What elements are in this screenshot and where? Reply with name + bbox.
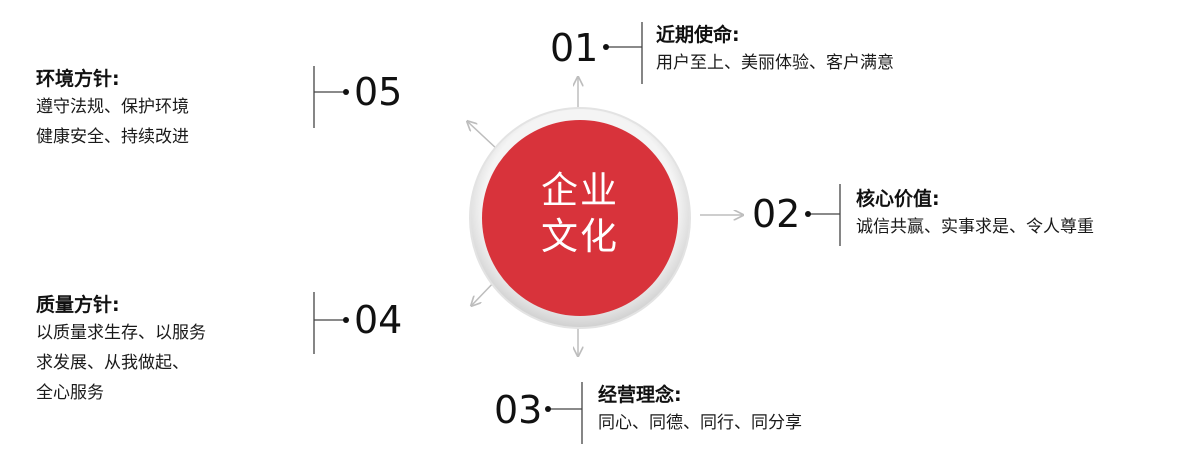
item-dot-01 (603, 44, 609, 50)
item-number-03: 03 (494, 388, 543, 432)
hub-label-line1: 企业 (541, 169, 619, 212)
item-number-02: 02 (752, 192, 801, 236)
item-title-04: 质量方针: (36, 294, 120, 316)
item-line-01-1: 用户至上、美丽体验、客户满意 (656, 53, 894, 73)
hub-label-line2: 文化 (541, 215, 619, 258)
item-title-02: 核心价值: (856, 188, 940, 210)
item-line-05-2: 健康安全、持续改进 (36, 127, 189, 147)
item-dot-03 (545, 406, 551, 412)
bracket-05 (313, 66, 346, 128)
bracket-01 (608, 22, 643, 84)
item-block-01: 近期使命: 用户至上、美丽体验、客户满意 (656, 22, 894, 78)
item-block-04: 质量方针: 以质量求生存、以服务 求发展、从我做起、 全心服务 (36, 292, 206, 408)
arrow-05 (468, 122, 499, 151)
item-title-05: 环境方针: (36, 68, 120, 90)
bracket-02 (808, 184, 841, 246)
item-dot-02 (805, 211, 811, 217)
item-line-04-2: 求发展、从我做起、 (36, 353, 189, 373)
item-line-04-1: 以质量求生存、以服务 (36, 323, 206, 343)
item-line-05-1: 遵守法规、保护环境 (36, 97, 189, 117)
item-line-02-1: 诚信共赢、实事求是、令人尊重 (856, 217, 1094, 237)
item-dot-05 (343, 89, 349, 95)
bracket-03 (548, 382, 583, 444)
item-title-03: 经营理念: (598, 384, 682, 406)
bracket-04 (313, 292, 346, 354)
item-number-04: 04 (354, 298, 403, 342)
item-line-03-1: 同心、同德、同行、同分享 (598, 413, 802, 433)
item-title-01: 近期使命: (656, 24, 740, 46)
item-number-01: 01 (550, 26, 599, 70)
item-line-04-3: 全心服务 (36, 383, 104, 403)
item-block-02: 核心价值: 诚信共赢、实事求是、令人尊重 (856, 186, 1094, 242)
item-block-05: 环境方针: 遵守法规、保护环境 健康安全、持续改进 (36, 66, 189, 152)
item-block-03: 经营理念: 同心、同德、同行、同分享 (598, 382, 802, 438)
item-number-05: 05 (354, 70, 403, 114)
hub-circle (482, 120, 678, 316)
item-dot-04 (343, 317, 349, 323)
hub-label: 企业 文化 (495, 168, 665, 268)
